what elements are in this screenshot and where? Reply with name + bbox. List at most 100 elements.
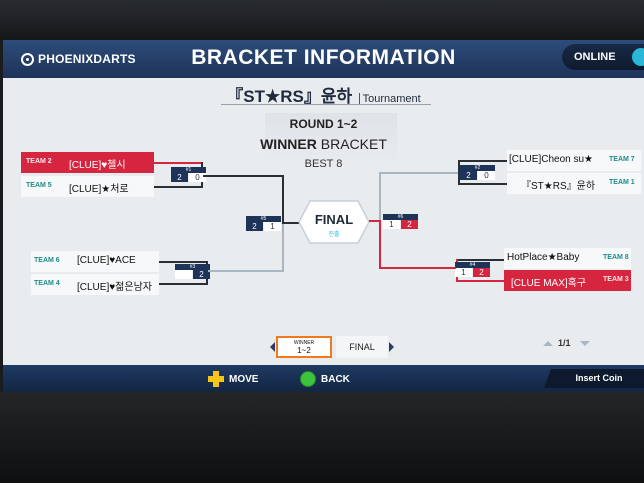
tab-winner-1-2[interactable]: WINNER 1~2 (276, 336, 332, 358)
logo-text: PHOENIXDARTS (38, 52, 136, 66)
team-seed: TEAM 4 (34, 280, 60, 287)
team-seed: TEAM 3 (603, 276, 629, 283)
left-match2-score: #3 2 (175, 264, 210, 279)
score-a (175, 270, 192, 279)
back-control[interactable]: BACK (300, 371, 350, 387)
bracket-line (380, 172, 458, 174)
right-match2-player2[interactable]: [CLUE MAX]혹구 TEAM 3 (504, 270, 631, 291)
player-name: [CLUE]♥첼시 (69, 160, 126, 171)
right-match1-score: #2 2 0 (460, 165, 495, 180)
page-down-icon[interactable] (580, 341, 590, 346)
left-match1-score: #1 2 0 (171, 167, 206, 182)
bracket-line (159, 261, 207, 263)
insert-coin-label: Insert Coin (575, 373, 623, 383)
match-number: #1 (171, 167, 206, 173)
dpad-icon (208, 371, 224, 387)
tournament-title: 『ST★RS』윤하 Tournament (3, 82, 644, 107)
footer-bar: MOVE BACK Insert Coin (3, 365, 644, 392)
online-indicator-icon (632, 48, 644, 66)
bracket-line (154, 162, 202, 164)
score-a: 1 (455, 268, 472, 277)
insert-coin-banner: Insert Coin (544, 369, 644, 388)
bracket-line (379, 220, 381, 269)
match-number: #3 (175, 264, 210, 270)
team-seed: TEAM 7 (609, 156, 635, 163)
move-label: MOVE (229, 373, 259, 385)
match-number: #6 (383, 214, 418, 220)
tournament-name: 『ST★RS』윤하 (226, 87, 353, 106)
bracket-type-bold: WINNER (260, 136, 317, 152)
bracket-line (154, 186, 202, 188)
tab-final[interactable]: FINAL (336, 336, 388, 358)
player-name: [CLUE]♥ACE (77, 255, 136, 266)
score-b: 0 (478, 171, 495, 180)
bracket-type: WINNER BRACKET (3, 136, 644, 152)
tab-next-arrow-icon[interactable] (389, 342, 394, 352)
left-match2-player2[interactable]: TEAM 4 [CLUE]♥젊은남자 (31, 274, 159, 295)
right-semi-score: #6 1 2 (383, 214, 418, 229)
bracket-type-rest: BRACKET (316, 136, 387, 152)
online-status-label: ONLINE (574, 51, 616, 63)
player-name: HotPlace★Baby (507, 252, 580, 263)
score-b: 0 (189, 173, 206, 182)
phoenixdarts-logo: PHOENIXDARTS (21, 52, 136, 66)
green-button-icon (300, 371, 316, 387)
tab-main-label: 1~2 (297, 346, 311, 355)
game-screen: PHOENIXDARTS BRACKET INFORMATION ONLINE … (3, 40, 644, 392)
score-a: 2 (460, 171, 477, 180)
team-seed: TEAM 5 (26, 182, 52, 189)
right-match2-player1[interactable]: HotPlace★Baby TEAM 8 (504, 248, 631, 269)
team-seed: TEAM 2 (26, 158, 52, 165)
round-label: ROUND 1~2 (289, 117, 358, 131)
bracket-line (457, 280, 504, 282)
bracket-line (380, 267, 456, 269)
final-sublabel: 진출 (328, 232, 340, 238)
move-control[interactable]: MOVE (208, 371, 258, 387)
bracket-line (457, 259, 504, 261)
team-seed: TEAM 6 (34, 257, 60, 264)
player-name: [CLUE]Cheon su★ (509, 154, 594, 165)
bracket-line (379, 172, 381, 222)
match-number: #5 (246, 216, 281, 222)
bracket-line (282, 175, 284, 224)
team-seed: TEAM 1 (609, 179, 635, 186)
bracket-line (282, 222, 300, 224)
bracket-line (459, 183, 507, 185)
bracket-line (282, 224, 284, 272)
final-hexagon (298, 200, 370, 244)
player-name: [CLUE]♥젊은남자 (77, 282, 152, 293)
score-b: 2 (401, 220, 418, 229)
round-info-panel (265, 113, 397, 169)
header-bar: PHOENIXDARTS BRACKET INFORMATION ONLINE (3, 40, 644, 78)
right-match2-score: #4 1 2 (455, 262, 490, 277)
tournament-label: Tournament (358, 93, 421, 105)
right-match1-player2[interactable]: 『ST★RS』윤하 TEAM 1 (507, 173, 641, 194)
tab-prev-arrow-icon[interactable] (270, 342, 275, 352)
page-indicator: 1/1 (558, 338, 571, 348)
monitor-bezel-top (0, 0, 644, 40)
bracket-line (459, 160, 507, 162)
back-label: BACK (321, 373, 350, 385)
left-match1-player2[interactable]: TEAM 5 [CLUE]★처로 (21, 176, 154, 197)
online-status: ONLINE (562, 44, 644, 70)
player-name: [CLUE]★처로 (69, 184, 129, 195)
phoenix-logo-icon (21, 52, 34, 66)
match-number: #2 (460, 165, 495, 171)
page-title: BRACKET INFORMATION (191, 46, 456, 69)
final-label: FINAL (314, 212, 354, 227)
left-semi-score: #5 2 1 (246, 216, 281, 231)
page-up-icon[interactable] (543, 341, 553, 346)
right-match1-player1[interactable]: [CLUE]Cheon su★ TEAM 7 (507, 150, 641, 171)
bracket-line (159, 283, 207, 285)
best-label: BEST 8 (304, 158, 343, 170)
bracket-line (369, 220, 381, 222)
left-match1-player1[interactable]: TEAM 2 [CLUE]♥첼시 (21, 152, 154, 173)
bracket-line (458, 160, 460, 185)
score-b: 2 (473, 268, 490, 277)
team-seed: TEAM 8 (603, 254, 629, 261)
player-name: [CLUE MAX]혹구 (511, 278, 587, 289)
divider (221, 104, 431, 105)
tab-small-label: WINNER (293, 340, 315, 346)
score-b: 1 (264, 222, 281, 231)
left-match2-player1[interactable]: TEAM 6 [CLUE]♥ACE (31, 251, 159, 272)
